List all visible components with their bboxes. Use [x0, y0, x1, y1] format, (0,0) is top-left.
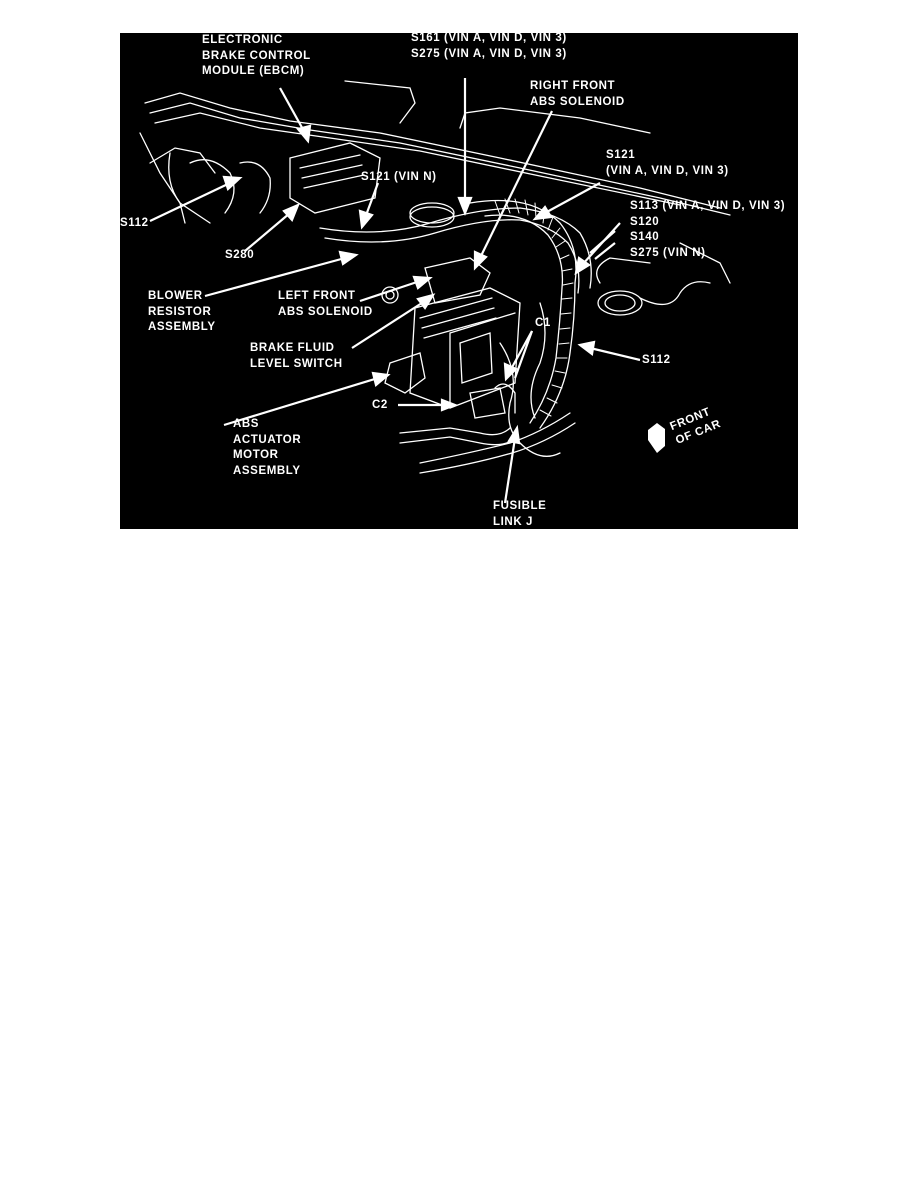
callout-right-front-abs-solenoid: RIGHT FRONT ABS SOLENOID	[530, 80, 625, 108]
callout-blower-resistor-assembly: BLOWER RESISTOR ASSEMBLY	[148, 290, 216, 333]
front-of-car-arrow-icon	[648, 423, 665, 453]
callout-s121-vin-a-d-3: S121 (VIN A, VIN D, VIN 3)	[606, 149, 729, 177]
callout-brake-fluid-level-switch: BRAKE FLUID LEVEL SWITCH	[250, 342, 343, 370]
callout-s121-vin-n: S121 (VIN N)	[361, 171, 437, 183]
callout-c1: C1	[535, 317, 551, 329]
callout-fusible-link-j: FUSIBLE LINK J	[493, 500, 547, 528]
callout-s161-s275: S161 (VIN A, VIN D, VIN 3) S275 (VIN A, …	[411, 33, 567, 60]
wiring-diagram-figure: ELECTRONIC BRAKE CONTROL MODULE (EBCM) S…	[120, 33, 798, 529]
callout-s112-right: S112	[642, 354, 671, 366]
callout-abs-actuator-motor-assembly: ABS ACTUATOR MOTOR ASSEMBLY	[233, 418, 302, 477]
callout-left-front-abs-solenoid: LEFT FRONT ABS SOLENOID	[278, 290, 373, 318]
callout-s280: S280	[225, 249, 255, 261]
component-line-art	[139, 78, 731, 504]
callout-c2: C2	[372, 399, 388, 411]
callout-ebcm: ELECTRONIC BRAKE CONTROL MODULE (EBCM)	[202, 34, 311, 77]
callout-s112-left: S112	[120, 217, 149, 229]
callout-s113-s120-s140-s275: S113 (VIN A, VIN D, VIN 3) S120 S140 S27…	[630, 200, 786, 259]
